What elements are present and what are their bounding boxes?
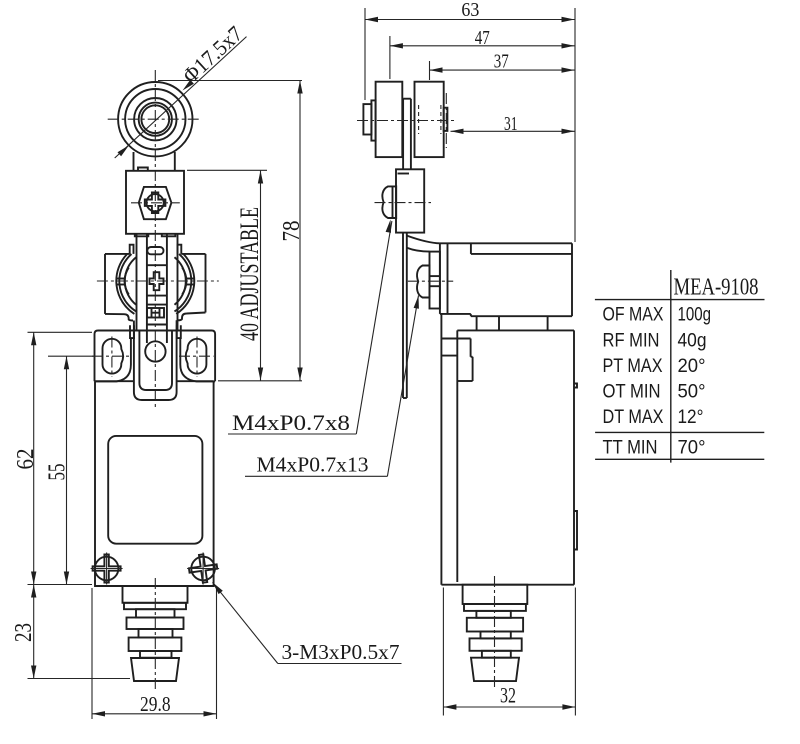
svg-text:M4xP0.7x13: M4xP0.7x13	[257, 453, 369, 477]
svg-text:MEA-9108: MEA-9108	[674, 275, 759, 301]
svg-text:20°: 20°	[678, 356, 706, 377]
svg-text:100g: 100g	[678, 305, 712, 326]
svg-text:31: 31	[504, 113, 518, 135]
svg-text:62: 62	[12, 449, 39, 470]
svg-text:40 ADJUSTABLE: 40 ADJUSTABLE	[235, 207, 264, 341]
svg-text:47: 47	[475, 27, 490, 49]
svg-text:M4xP0.7x8: M4xP0.7x8	[232, 410, 350, 435]
svg-text:50°: 50°	[678, 381, 706, 402]
svg-text:DT MAX: DT MAX	[603, 407, 664, 428]
svg-text:40g: 40g	[678, 330, 707, 351]
svg-text:OF MAX: OF MAX	[603, 305, 664, 326]
svg-text:RF MIN: RF MIN	[603, 330, 660, 351]
svg-text:55: 55	[44, 464, 71, 481]
svg-text:29.8: 29.8	[140, 692, 171, 716]
svg-text:37: 37	[494, 51, 509, 73]
svg-text:23: 23	[10, 623, 37, 642]
svg-text:70°: 70°	[678, 438, 706, 459]
svg-text:TT MIN: TT MIN	[603, 438, 658, 459]
svg-text:PT MAX: PT MAX	[603, 356, 663, 377]
svg-text:12°: 12°	[678, 407, 704, 428]
svg-text:3-M3xP0.5x7: 3-M3xP0.5x7	[282, 640, 400, 664]
svg-text:78: 78	[278, 221, 305, 242]
svg-text:63: 63	[461, 0, 479, 21]
svg-text:OT MIN: OT MIN	[603, 381, 661, 402]
svg-text:32: 32	[500, 683, 516, 708]
